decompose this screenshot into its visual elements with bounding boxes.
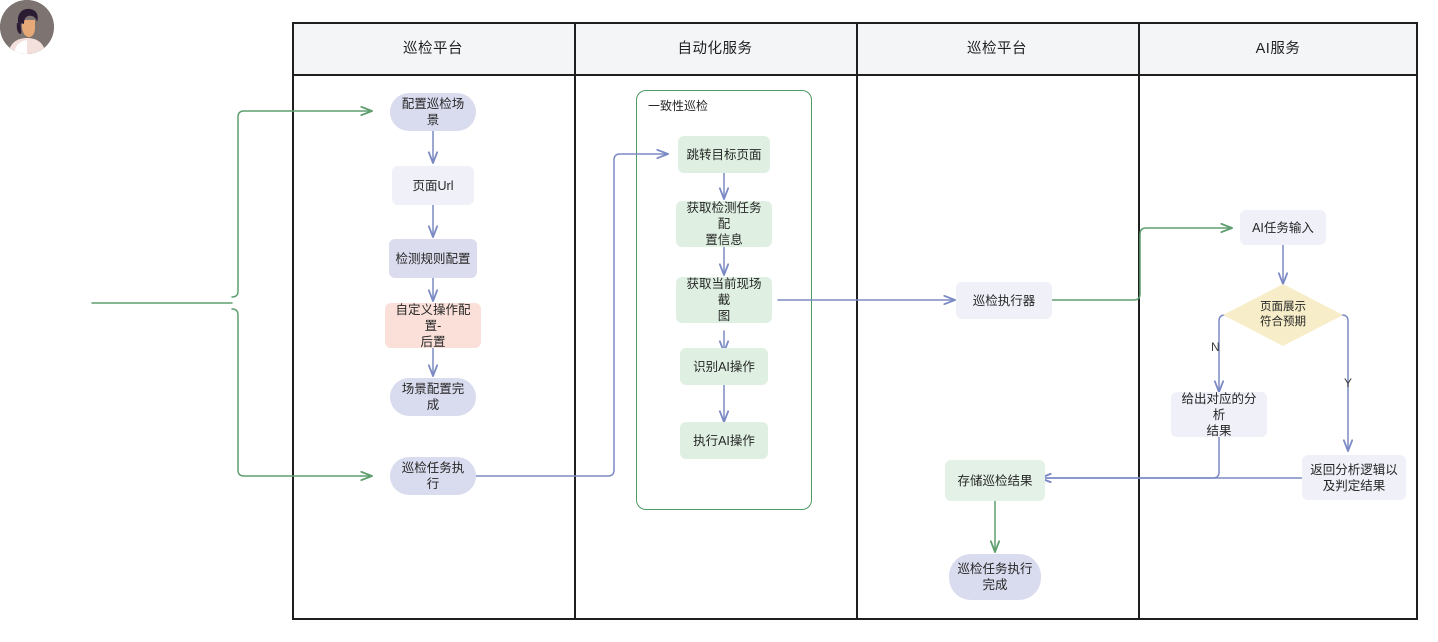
decision-label-line1: 页面展示 <box>1260 301 1306 313</box>
node-capture-current-screenshot-line1: 获取当前现场截 <box>686 277 762 307</box>
decision-label: 页面展示 符合预期 <box>1223 284 1343 346</box>
lane-title-automation-service: 自动化服务 <box>677 41 753 57</box>
node-store-inspection-result[interactable]: 存储巡检结果 <box>945 460 1045 501</box>
node-inspection-task-complete-line2: 完成 <box>982 578 1008 592</box>
node-inspection-task-execute[interactable]: 巡检任务执行 <box>390 457 476 495</box>
node-ai-task-input[interactable]: AI任务输入 <box>1240 210 1326 245</box>
node-detection-rule-config[interactable]: 检测规则配置 <box>389 239 477 278</box>
lane-title-ai-service: AI服务 <box>1255 41 1301 57</box>
node-capture-current-screenshot-line2: 图 <box>717 309 731 323</box>
edge-label-no: N <box>1211 340 1220 354</box>
avatar-illustration <box>0 0 54 54</box>
node-scene-config-done[interactable]: 场景配置完成 <box>390 378 476 416</box>
node-fetch-detection-task-config-line2: 置信息 <box>705 233 743 247</box>
lane-divider-2 <box>856 22 858 620</box>
node-give-analysis-result-line2: 结果 <box>1206 423 1232 438</box>
node-inspection-task-complete[interactable]: 巡检任务执行 完成 <box>949 554 1041 600</box>
node-fetch-detection-task-config[interactable]: 获取检测任务配 置信息 <box>676 201 772 247</box>
node-fetch-detection-task-config-line1: 获取检测任务配 <box>686 201 762 231</box>
node-configure-inspection-scene[interactable]: 配置巡检场景 <box>390 93 476 131</box>
lane-title-inspection-platform: 巡检平台 <box>403 41 463 57</box>
edge-label-yes: Y <box>1344 376 1353 390</box>
node-decision-page-matches-expectation[interactable]: 页面展示 符合预期 <box>1223 284 1343 346</box>
node-custom-action-config-post[interactable]: 自定义操作配置- 后置 <box>385 302 481 349</box>
lane-header-band <box>292 22 1418 76</box>
node-custom-action-config-post-line1: 自定义操作配置- <box>395 302 471 333</box>
node-give-analysis-result-line1: 给出对应的分析 <box>1181 391 1257 422</box>
lane-divider-1 <box>574 22 576 620</box>
node-inspection-task-complete-line1: 巡检任务执行 <box>957 562 1033 576</box>
avatar <box>0 0 54 54</box>
node-give-analysis-result[interactable]: 给出对应的分析 结果 <box>1171 391 1267 438</box>
subgraph-label: 一致性巡检 <box>648 99 709 113</box>
node-inspection-executor[interactable]: 巡检执行器 <box>956 282 1052 319</box>
node-custom-action-config-post-line2: 后置 <box>420 334 446 349</box>
node-page-url[interactable]: 页面Url <box>392 166 474 205</box>
lane-title-inspection-platform-2: 巡检平台 <box>967 41 1027 57</box>
node-return-analysis-logic-line2: 及判定结果 <box>1322 478 1386 493</box>
node-return-analysis-logic-and-verdict[interactable]: 返回分析逻辑以 及判定结果 <box>1302 455 1406 500</box>
node-recognize-ai-action[interactable]: 识别AI操作 <box>680 348 768 385</box>
node-execute-ai-action[interactable]: 执行AI操作 <box>680 422 768 459</box>
lane-divider-3 <box>1138 22 1140 620</box>
node-jump-target-page[interactable]: 跳转目标页面 <box>678 136 770 173</box>
decision-label-line2: 符合预期 <box>1260 316 1306 328</box>
node-return-analysis-logic-line1: 返回分析逻辑以 <box>1310 462 1398 477</box>
node-capture-current-screenshot[interactable]: 获取当前现场截 图 <box>676 277 772 323</box>
